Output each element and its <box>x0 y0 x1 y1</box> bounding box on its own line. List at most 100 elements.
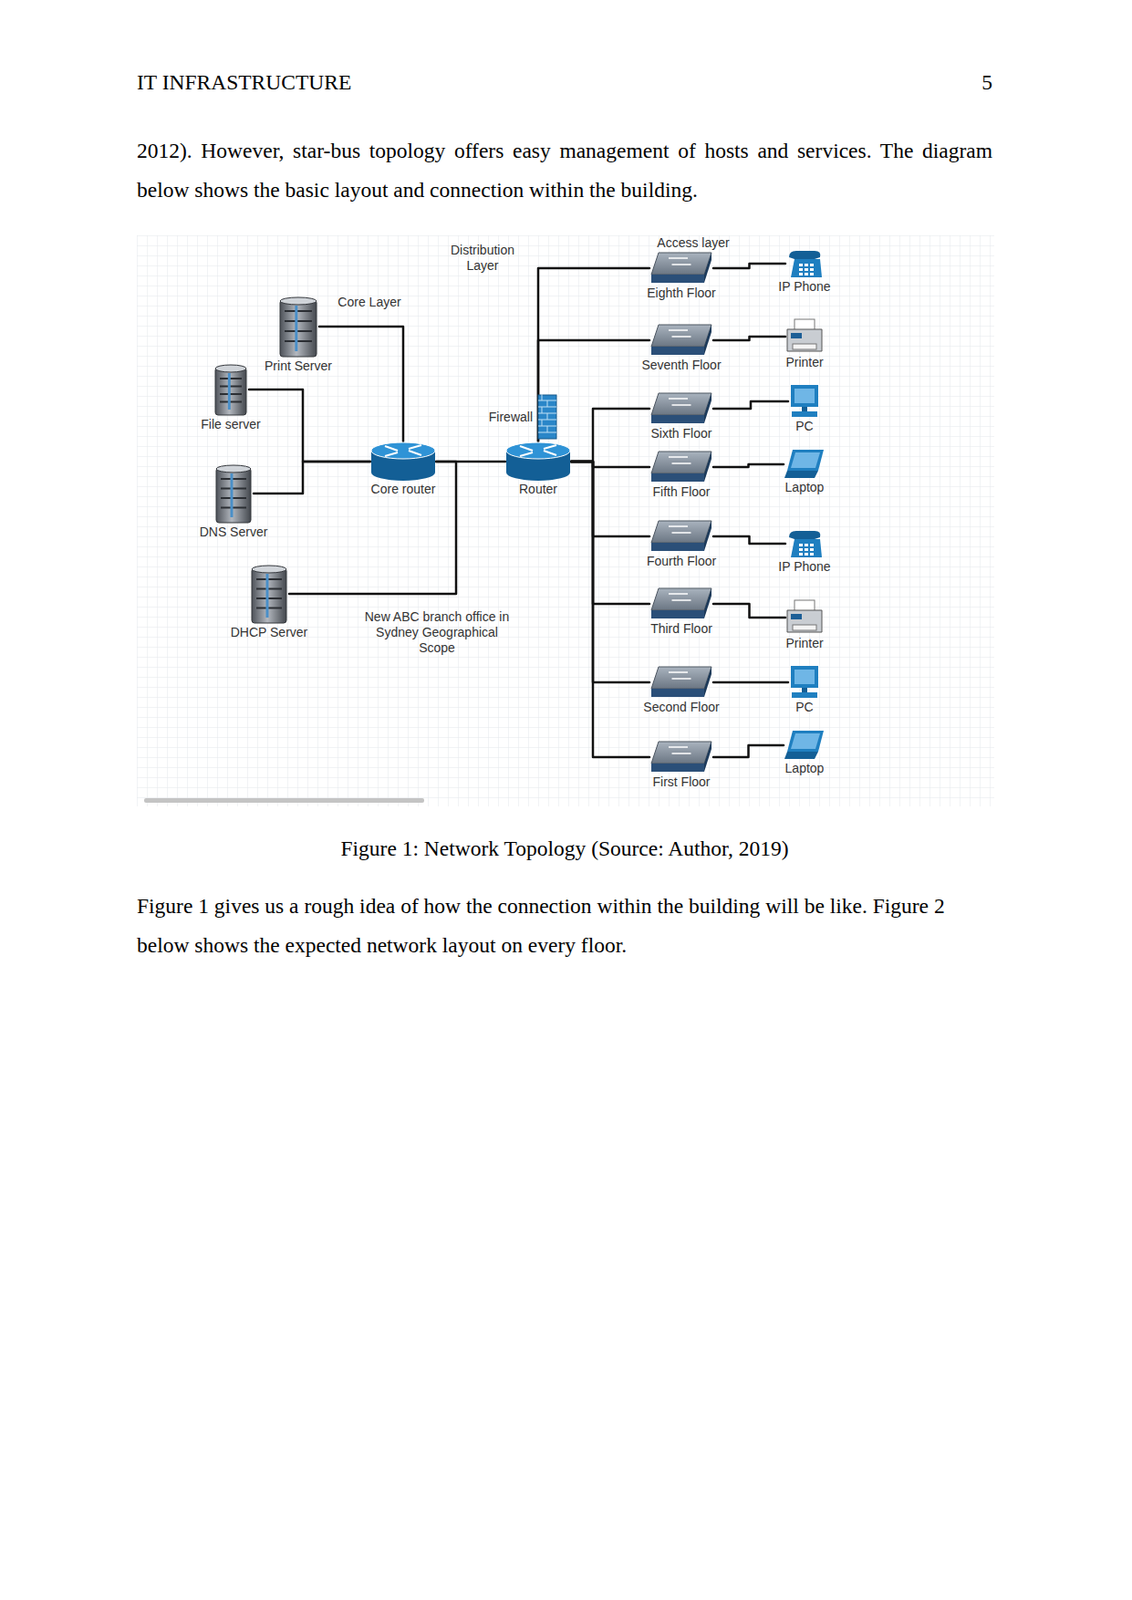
scrollbar <box>144 798 425 803</box>
network-cable <box>713 603 786 618</box>
switch-icon <box>649 664 714 700</box>
switch-icon <box>649 519 714 554</box>
device-node: Fifth Floor <box>647 447 716 501</box>
device-node: DHCP Server <box>228 560 311 642</box>
device-node: IP Phone <box>776 246 832 296</box>
device-node: PC <box>786 663 823 717</box>
device-label: Fourth Floor <box>646 553 717 569</box>
device-node: Router <box>503 439 573 499</box>
device-label: Fifth Floor <box>649 484 714 499</box>
device-node: Core router <box>368 439 438 499</box>
device-node: Laptop <box>781 446 828 497</box>
device-node: Laptop <box>781 727 828 778</box>
network-cable <box>249 389 371 462</box>
body-paragraph: Figure 1 gives us a rough idea of how th… <box>136 886 993 965</box>
network-cable <box>571 461 650 758</box>
canvas-ground <box>136 235 995 807</box>
server-icon <box>249 562 290 625</box>
device-label: PC <box>788 418 821 434</box>
device-label: First Floor <box>649 774 714 790</box>
device-label: Third Floor <box>649 621 714 636</box>
scope-note: New ABC branch office in Sydney Geograph… <box>363 609 510 655</box>
switch-icon <box>649 250 714 286</box>
server-icon <box>213 462 254 525</box>
running-header: IT INFRASTRUCTURE <box>136 68 352 96</box>
device-label: Sixth Floor <box>649 425 714 441</box>
device-node: Eighth Floor <box>644 249 717 302</box>
device-node: Sixth Floor <box>647 389 716 443</box>
device-node: IP Phone <box>776 526 832 576</box>
device-label: Printer <box>785 354 824 370</box>
network-cable <box>571 461 650 537</box>
switch-icon <box>649 391 714 426</box>
device-label: IP Phone <box>778 279 831 294</box>
layer-label: Core Layer <box>319 294 420 311</box>
device-label: DHCP Server <box>230 624 309 640</box>
device-label: Print Server <box>264 358 333 374</box>
device-node: Seventh Floor <box>639 321 723 374</box>
switch-icon <box>649 586 714 622</box>
network-cable <box>571 461 650 604</box>
page-number: 5 <box>948 68 993 96</box>
device-label: DNS Server <box>199 524 269 540</box>
device-node: Print Server <box>262 292 334 375</box>
device-node: Printer <box>783 316 826 372</box>
device-label: Firewall <box>488 409 533 425</box>
device-node: Fourth Floor <box>644 517 718 571</box>
device-node: Third Floor <box>647 584 716 638</box>
firewall-icon <box>536 393 559 441</box>
switch-icon <box>649 449 714 485</box>
network-cable <box>571 408 650 462</box>
device-label: IP Phone <box>778 559 831 574</box>
network-cable <box>713 681 789 685</box>
server-icon <box>212 362 250 417</box>
pc-icon <box>788 384 821 419</box>
device-label: Laptop <box>783 479 826 495</box>
device-node: PC <box>786 382 823 436</box>
canvas-grid <box>136 235 995 807</box>
ip-phone-icon <box>785 528 824 560</box>
device-label: Printer <box>785 635 824 651</box>
device-label: Laptop <box>783 760 826 776</box>
switch-icon <box>649 322 714 358</box>
router-icon <box>370 441 437 482</box>
switch-icon <box>649 739 714 775</box>
network-cable <box>713 464 784 468</box>
laptop-icon <box>783 448 826 480</box>
device-node: Second Floor <box>641 663 721 717</box>
device-label: Core router <box>370 481 437 497</box>
device-label: Eighth Floor <box>646 285 716 301</box>
server-icon <box>277 294 320 359</box>
network-cable <box>713 401 789 409</box>
network-cable <box>319 326 404 442</box>
figure-caption: Figure 1: Network Topology (Source: Auth… <box>136 833 993 863</box>
router-icon <box>505 441 572 482</box>
body-paragraph: 2012). However, star-bus topology offers… <box>136 131 993 209</box>
device-node: First Floor <box>647 737 716 791</box>
network-cable <box>253 461 371 494</box>
network-cable <box>289 461 457 594</box>
device-label: PC <box>788 699 821 715</box>
layer-label: Distribution Layer <box>441 242 524 274</box>
pc-icon <box>788 664 821 700</box>
device-node: Printer <box>783 597 826 653</box>
device-node: Firewall <box>487 391 561 443</box>
network-cable <box>713 263 786 269</box>
printer-icon <box>785 599 824 636</box>
device-label: Seventh Floor <box>641 357 721 373</box>
printer-icon <box>785 318 824 355</box>
device-node: DNS Server <box>197 460 271 541</box>
network-cable <box>713 536 786 544</box>
device-label: Router <box>505 481 572 497</box>
network-cable <box>436 460 506 464</box>
device-label: File server <box>200 416 260 432</box>
network-cable <box>571 461 650 683</box>
network-cable <box>713 336 786 341</box>
laptop-icon <box>783 729 826 761</box>
ip-phone-icon <box>785 248 824 280</box>
device-label: Second Floor <box>643 699 719 715</box>
layer-label: Access layer <box>638 235 748 251</box>
network-cable <box>713 745 784 758</box>
